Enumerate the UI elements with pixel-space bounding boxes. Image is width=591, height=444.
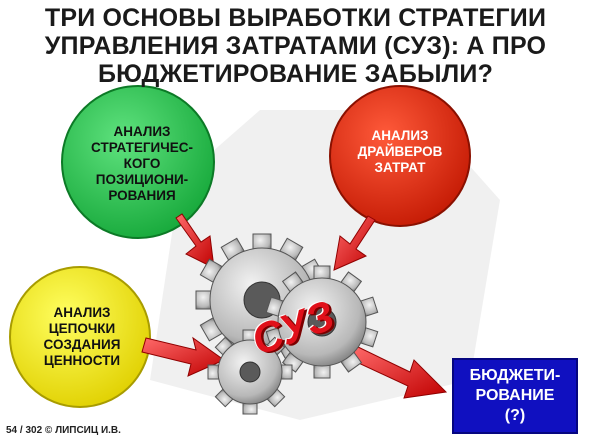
label-line: РОВАНИЯ — [108, 188, 176, 203]
cost-drivers-label: АНАЛИЗ ДРАЙВЕРОВ ЗАТРАТ — [330, 128, 470, 176]
slide-title: ТРИ ОСНОВЫ ВЫРАБОТКИ СТРАТЕГИИ УПРАВЛЕНИ… — [0, 4, 591, 88]
footer-credit: 54 / 302 © ЛИПСИЦ И.В. — [6, 425, 121, 436]
label-line: ЗАТРАТ — [374, 160, 426, 175]
drivers-circle — [329, 85, 471, 227]
label-line: СТРАТЕГИЧЕС- — [91, 140, 193, 155]
label-line: ДРАЙВЕРОВ — [357, 144, 443, 159]
label-line: АНАЛИЗ — [371, 128, 429, 143]
gear-icon — [207, 329, 293, 415]
chain-circle — [9, 266, 151, 408]
arrow-to-budget — [351, 345, 448, 399]
budget-line: (?) — [504, 407, 526, 424]
budgeting-box: БЮДЖЕТИ- РОВАНИЕ (?) — [452, 358, 578, 434]
label-line: АНАЛИЗ — [113, 124, 171, 139]
arrow-from-chain — [141, 336, 226, 377]
strategic-circle — [61, 85, 215, 239]
label-line: КОГО — [123, 156, 161, 171]
title-line: БЮДЖЕТИРОВАНИЕ ЗАБЫЛИ? — [97, 60, 494, 88]
arrow-from-strategic — [175, 213, 215, 269]
budget-line: БЮДЖЕТИ- — [469, 367, 561, 384]
label-line: ПОЗИЦИОНИ- — [95, 172, 189, 187]
strategic-positioning-label: АНАЛИЗ СТРАТЕГИЧЕС- КОГО ПОЗИЦИОНИ- РОВА… — [72, 124, 212, 204]
title-line: ТРИ ОСНОВЫ ВЫРАБОТКИ СТРАТЕГИИ — [44, 4, 547, 32]
title-line: УПРАВЛЕНИЯ ЗАТРАТАМИ (СУЗ): А ПРО — [44, 32, 547, 60]
label-line: СОЗДАНИЯ — [43, 337, 121, 352]
arrow-from-drivers — [333, 215, 376, 271]
label-line: ЦЕННОСТИ — [43, 353, 121, 368]
value-chain-label: АНАЛИЗ ЦЕПОЧКИ СОЗДАНИЯ ЦЕННОСТИ — [24, 305, 140, 369]
budget-line: РОВАНИЕ — [475, 387, 555, 404]
label-line: АНАЛИЗ — [53, 305, 111, 320]
label-line: ЦЕПОЧКИ — [48, 321, 116, 336]
gear-cluster — [195, 233, 379, 415]
